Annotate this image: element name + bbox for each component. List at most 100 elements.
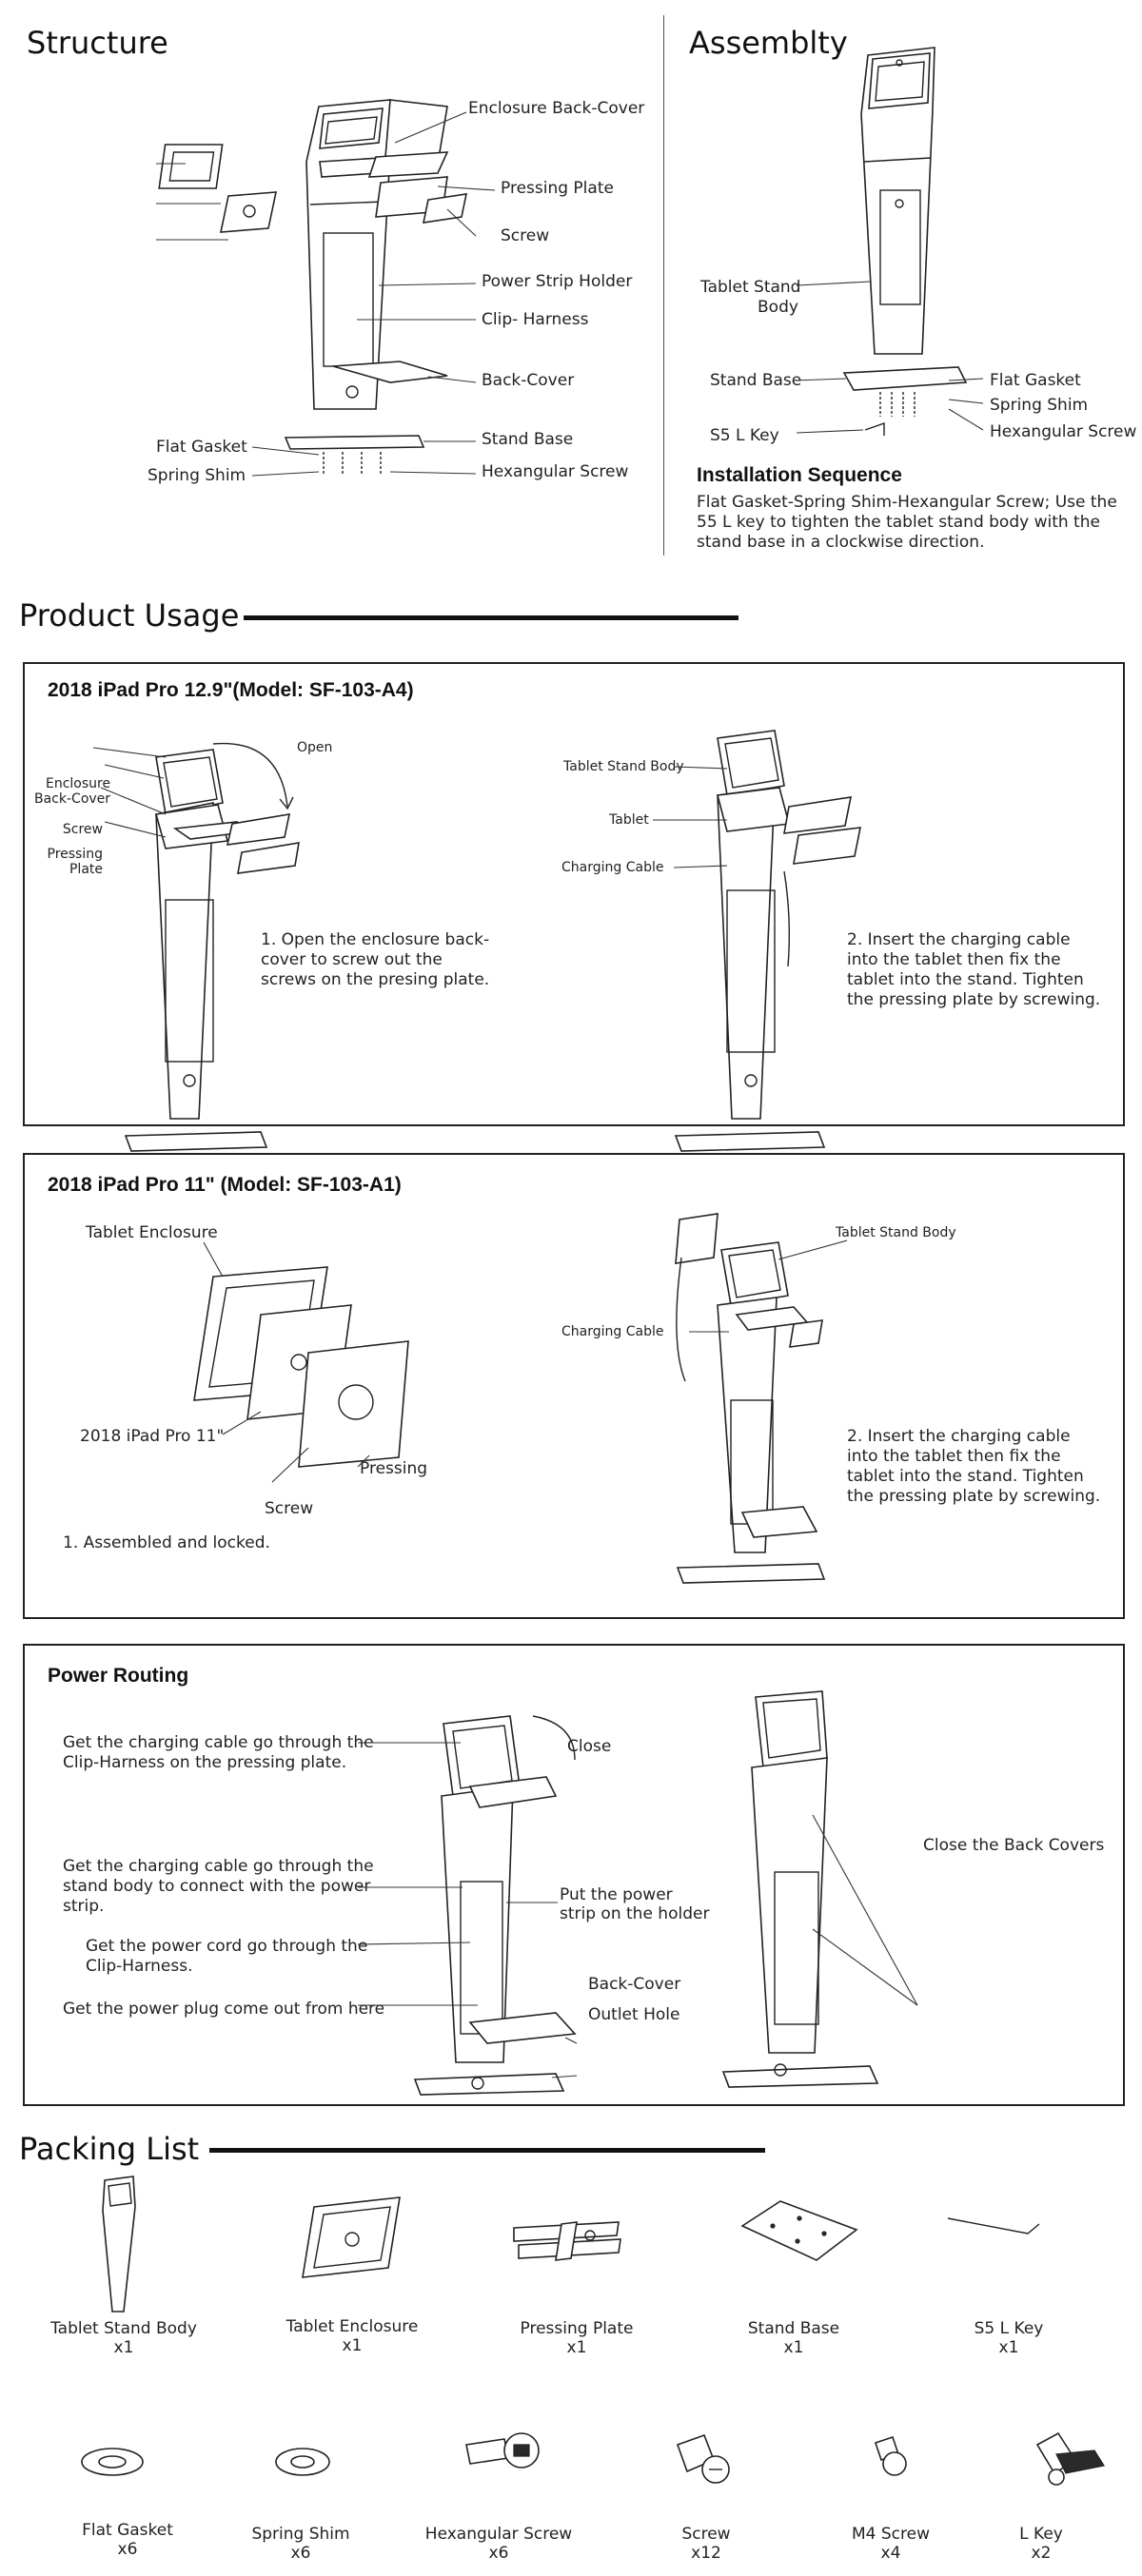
box3-label-outlet-hole: Outlet Hole bbox=[588, 2005, 680, 2024]
box2-step2: 2. Insert the charging cable into the ta… bbox=[847, 1427, 1101, 1506]
box2-label-tablet-enclosure: Tablet Enclosure bbox=[86, 1223, 218, 1242]
usage-box-ipad-pro-11 bbox=[23, 1153, 1125, 1619]
pk9-name: Screw bbox=[681, 2525, 731, 2544]
installation-sequence-title: Installation Sequence bbox=[697, 464, 902, 486]
spring-shim-icon bbox=[275, 2448, 330, 2476]
structure-diagram bbox=[156, 99, 496, 477]
packing-row1-icons bbox=[102, 2176, 1040, 2313]
flat-gasket-icon bbox=[81, 2448, 144, 2476]
box1-diagram-right bbox=[653, 730, 862, 1152]
pk10-name: M4 Screw bbox=[851, 2525, 930, 2544]
label-back-cover: Back-Cover bbox=[482, 371, 575, 390]
box1-title: 2018 iPad Pro 12.9"(Model: SF-103-A4) bbox=[48, 679, 414, 701]
box3-label-put-power-1: Put the power bbox=[560, 1885, 673, 1904]
box1-step1: 1. Open the enclosure back-cover to scre… bbox=[261, 930, 490, 989]
product-usage-rule bbox=[244, 615, 738, 620]
assembly-screws-icon bbox=[879, 392, 916, 417]
enclosure-parts-icon bbox=[156, 144, 278, 241]
pk4-qty: x1 bbox=[783, 2338, 804, 2357]
box2-step1: 1. Assembled and locked. bbox=[63, 1533, 270, 1552]
pk10-qty: x4 bbox=[880, 2544, 901, 2563]
assembly-diagram bbox=[794, 47, 984, 436]
box3-label-put-power-2: strip on the holder bbox=[560, 1904, 710, 1923]
pk11-qty: x2 bbox=[1031, 2544, 1052, 2563]
l-key-icon bbox=[1035, 2431, 1105, 2486]
pk5-qty: x1 bbox=[998, 2338, 1019, 2357]
installation-sequence-text: Flat Gasket-Spring Shim-Hexangular Screw… bbox=[697, 493, 1117, 552]
usage-box-power-routing bbox=[23, 1644, 1125, 2106]
pk3-name: Pressing Plate bbox=[520, 2319, 634, 2338]
label-assembly-hex-screw: Hexangular Screw bbox=[990, 422, 1137, 441]
pk1-qty: x1 bbox=[113, 2338, 134, 2357]
label-screw: Screw bbox=[501, 226, 550, 245]
pk7-name: Spring Shim bbox=[251, 2525, 350, 2544]
box1-label-charging-cable: Charging Cable bbox=[561, 860, 664, 875]
box2-title: 2018 iPad Pro 11" (Model: SF-103-A1) bbox=[48, 1174, 402, 1196]
label-assembly-flat-gasket: Flat Gasket bbox=[990, 371, 1081, 390]
box1-label-enclosure: Enclosure bbox=[46, 776, 111, 791]
label-hexangular-screw: Hexangular Screw bbox=[482, 462, 629, 481]
box3-label-3: Get the power cord go through the Clip-H… bbox=[86, 1937, 368, 1976]
box3-label-4: Get the power plug come out from here bbox=[63, 2000, 385, 2019]
label-assembly-spring-shim: Spring Shim bbox=[990, 396, 1089, 415]
pk9-qty: x12 bbox=[691, 2544, 721, 2563]
usage-box-ipad-pro-12 bbox=[23, 662, 1125, 1126]
product-usage-title: Product Usage bbox=[19, 597, 240, 634]
tablet-stand-body-icon bbox=[102, 2176, 136, 2313]
label-spring-shim: Spring Shim bbox=[148, 466, 246, 485]
pk5-name: S5 L Key bbox=[974, 2319, 1044, 2338]
label-enclosure-back-cover: Enclosure Back-Cover bbox=[468, 99, 645, 118]
pk8-name: Hexangular Screw bbox=[424, 2525, 573, 2544]
box1-label-plate: Plate bbox=[69, 862, 103, 877]
box2-label-charging-cable: Charging Cable bbox=[561, 1324, 664, 1339]
packing-row2-icons bbox=[81, 2431, 1105, 2486]
box1-diagram-left bbox=[92, 742, 300, 1152]
box1-label-tablet: Tablet bbox=[609, 812, 649, 828]
stand-base-icon bbox=[740, 2200, 858, 2261]
assembly-title: Assemblty bbox=[689, 25, 848, 61]
box2-label-ipad: 2018 iPad Pro 11" bbox=[80, 1427, 225, 1446]
pk2-qty: x1 bbox=[342, 2336, 363, 2355]
pk3-qty: x1 bbox=[566, 2338, 587, 2357]
l-key-small-icon bbox=[864, 422, 885, 436]
screw-icon bbox=[676, 2433, 730, 2484]
pressing-plate-icon bbox=[513, 2221, 621, 2261]
label-assembly-stand-base: Stand Base bbox=[710, 371, 802, 390]
box3-label-close-back: Close the Back Covers bbox=[923, 1836, 1105, 1855]
label-l-key: S5 L Key bbox=[710, 426, 779, 445]
pk6-qty: x6 bbox=[117, 2540, 138, 2559]
box3-label-1: Get the charging cable go through the Cl… bbox=[63, 1733, 374, 1772]
box2-label-tablet-stand-body: Tablet Stand Body bbox=[836, 1225, 956, 1240]
box1-step2: 2. Insert the charging cable into the ta… bbox=[847, 930, 1101, 1009]
label-tablet-stand-body-2: Body bbox=[758, 298, 798, 317]
structure-title: Structure bbox=[27, 25, 168, 61]
box1-label-open: Open bbox=[297, 740, 333, 755]
assembled-stand-icon bbox=[842, 47, 968, 391]
pk4-name: Stand Base bbox=[747, 2319, 840, 2338]
label-power-strip-holder: Power Strip Holder bbox=[482, 272, 633, 291]
label-clip-harness: Clip- Harness bbox=[482, 310, 589, 329]
pk1-name: Tablet Stand Body bbox=[50, 2319, 197, 2338]
pk2-name: Tablet Enclosure bbox=[286, 2317, 419, 2336]
box2-diagram-left bbox=[193, 1241, 409, 1483]
box1-label-screw: Screw bbox=[62, 822, 103, 837]
box1-label-pressing: Pressing bbox=[47, 847, 104, 862]
box2-label-pressing: Pressing bbox=[360, 1459, 428, 1478]
box2-diagram-right bbox=[675, 1213, 848, 1584]
box3-label-2: Get the charging cable go through the st… bbox=[63, 1857, 374, 1916]
pk7-qty: x6 bbox=[290, 2544, 311, 2563]
hexangular-screw-icon bbox=[465, 2432, 540, 2469]
m4-screw-icon bbox=[874, 2435, 907, 2476]
label-flat-gasket: Flat Gasket bbox=[156, 438, 247, 457]
box1-label-back-cover: Back-Cover bbox=[34, 791, 111, 807]
packing-list-rule bbox=[209, 2148, 765, 2153]
s5-l-key-icon bbox=[947, 2217, 1040, 2234]
pk6-name: Flat Gasket bbox=[82, 2521, 173, 2540]
pk11-name: L Key bbox=[1019, 2525, 1063, 2544]
box3-label-back-cover: Back-Cover bbox=[588, 1975, 681, 1994]
section-divider bbox=[663, 15, 664, 556]
box2-label-screw: Screw bbox=[265, 1499, 314, 1518]
box3-title: Power Routing bbox=[48, 1665, 189, 1687]
label-stand-base: Stand Base bbox=[482, 430, 574, 449]
box1-label-tablet-stand-body: Tablet Stand Body bbox=[563, 759, 684, 774]
